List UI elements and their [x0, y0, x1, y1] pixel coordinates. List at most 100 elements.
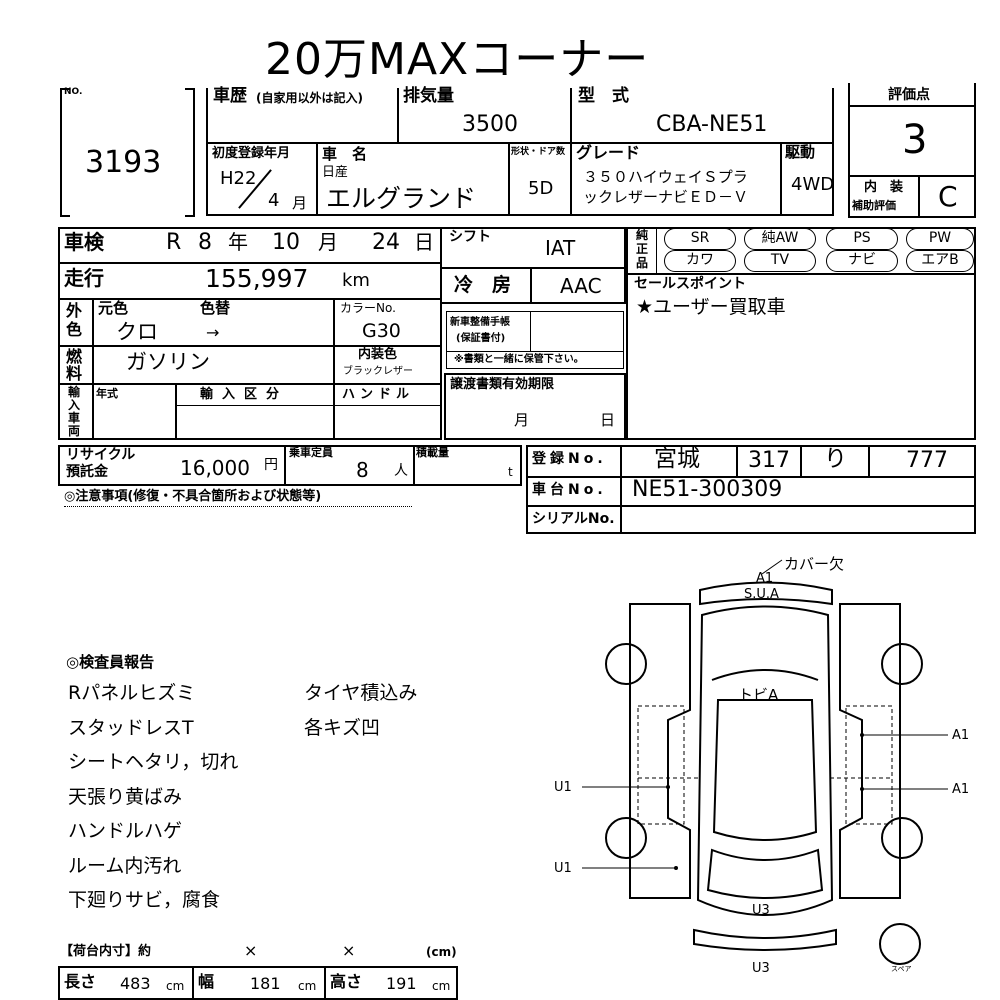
orig-color-value: クロ	[116, 320, 158, 344]
color-label2: 色	[66, 320, 83, 339]
capacity-unit: 人	[394, 463, 408, 479]
spare-tire	[879, 923, 921, 965]
equipment-label3: 品	[636, 256, 649, 270]
diagram-front-sua: S.U.A	[744, 587, 779, 602]
cargo-width-value: 181	[250, 974, 281, 993]
maintenance-note: ※書類と一緒に保管下さい。	[454, 354, 584, 365]
registration-class: 317	[748, 448, 790, 473]
equipment-item: エアB	[906, 250, 974, 272]
capacity-value: 8	[356, 458, 369, 482]
left-dashed-area	[637, 705, 685, 825]
roof-outline	[712, 699, 818, 841]
notes-label: ◎注意事項(修復・不具合箇所および状態等)	[64, 489, 322, 504]
interior-color-value: ブラックレザー	[343, 366, 413, 377]
registration-number: 777	[906, 448, 948, 473]
rear-bumper	[693, 928, 837, 951]
drive-label: 駆動	[785, 143, 816, 161]
car-maker: 日産	[322, 165, 349, 180]
chassis-value: NE51-300309	[632, 477, 783, 502]
recycle-label2: 預託金	[66, 464, 108, 480]
equipment-item: カワ	[664, 250, 736, 272]
maintenance-label2: (保証書付)	[456, 333, 506, 344]
registration-region: 宮城	[654, 446, 700, 472]
change-color-label: 色替	[200, 299, 231, 317]
equipment-item: SR	[664, 228, 736, 250]
import-handle-label: ハンドル	[342, 387, 415, 402]
cargo-cm-label: (cm)	[426, 945, 457, 959]
car-name-label: 車 名	[322, 145, 368, 163]
right-side-panel	[839, 603, 901, 899]
hood-line	[711, 669, 819, 681]
serial-label: シリアルNo.	[532, 511, 615, 527]
import-year-label: 年式	[96, 387, 118, 400]
diagram-cover-missing: カバー欠	[784, 555, 845, 573]
diagram-left-u1-lower: U1	[554, 861, 572, 876]
displacement-label: 排気量	[403, 86, 454, 106]
registration-block	[526, 445, 976, 534]
equipment-item: PW	[906, 228, 974, 250]
inspector-item: スタッドレスT	[68, 716, 194, 739]
diagram-right-a1-upper: A1	[952, 728, 970, 743]
sales-point-label: セールスポイント	[634, 276, 746, 292]
inspector-item: Rパネルヒズミ	[68, 682, 196, 704]
diagram-roof: トビA	[738, 686, 779, 704]
wheel-front-left	[605, 643, 647, 685]
orig-color-label: 元色	[98, 299, 129, 317]
load-unit: t	[508, 465, 513, 479]
transfer-month-unit: 月	[514, 411, 530, 429]
cargo-table	[58, 966, 458, 1000]
equipment-item: TV	[744, 250, 816, 272]
diagram-bottom-u3: U3	[752, 961, 770, 976]
right-dashed-area	[845, 705, 893, 825]
lot-no-label: NO.	[64, 87, 83, 97]
first-reg-era: H22	[220, 168, 257, 189]
inspector-item: シートヘタリ，切れ	[68, 751, 239, 773]
cargo-length-cm: cm	[166, 979, 185, 993]
inspector-item: 下廻りサビ，腐食	[68, 889, 221, 911]
recycle-unit: 円	[264, 457, 278, 473]
shaken-year-unit: 年	[228, 230, 248, 254]
first-reg-month-unit: 月	[292, 194, 308, 212]
inspector-item: ハンドルハゲ	[68, 820, 183, 842]
inspector-item: タイヤ積込み	[304, 682, 418, 704]
lot-bracket-left	[60, 88, 70, 217]
shift-value: IAT	[545, 236, 576, 260]
capacity-label: 乗車定員	[289, 446, 333, 459]
lot-number: 3193	[85, 145, 162, 180]
color-code-value: G30	[362, 320, 401, 342]
fuel-value: ガソリン	[126, 350, 210, 374]
displacement-value: 3500	[462, 112, 518, 137]
interior-color-label: 内装色	[358, 347, 398, 362]
score-value: 3	[902, 117, 928, 163]
cargo-x2: ×	[342, 941, 356, 960]
grade-label: グレード	[576, 143, 641, 162]
color-label1: 外	[66, 301, 83, 320]
import-category-label: 輸入区分	[200, 387, 289, 402]
wheel-rear-right	[881, 817, 923, 859]
interior-score-label1: 内 装	[864, 180, 904, 195]
cargo-label: 【荷台内寸】約	[60, 944, 152, 959]
diagram-left-u1-upper: U1	[554, 780, 572, 795]
shaken-label: 車検	[64, 230, 104, 254]
cargo-width-label: 幅	[198, 972, 215, 991]
body-type-label: 形状・ドア数	[511, 147, 566, 157]
body-type-value: 5D	[528, 178, 554, 199]
transfer-day-unit: 日	[600, 411, 616, 429]
inspector-item: 天張り黄ばみ	[68, 785, 183, 808]
mileage-value: 155,997	[205, 264, 309, 293]
import-label4: 両	[68, 424, 81, 438]
mileage-label: 走行	[64, 266, 104, 290]
recycle-value: 16,000	[180, 456, 250, 480]
history-label: 車歴	[213, 86, 247, 106]
transfer-block	[444, 373, 626, 440]
cargo-height-cm: cm	[432, 979, 451, 993]
interior-score-label2: 補助評価	[852, 199, 896, 212]
model-value: CBA-NE51	[656, 112, 768, 137]
top-info-block	[206, 88, 834, 216]
inspector-item: ルーム内汚れ	[68, 854, 182, 877]
left-side-panel	[629, 603, 691, 899]
import-label3: 車	[68, 411, 81, 425]
recycle-label1: リサイクル	[66, 447, 136, 463]
equipment-label2: 正	[636, 242, 649, 256]
transfer-label: 譲渡書類有効期限	[450, 377, 555, 392]
